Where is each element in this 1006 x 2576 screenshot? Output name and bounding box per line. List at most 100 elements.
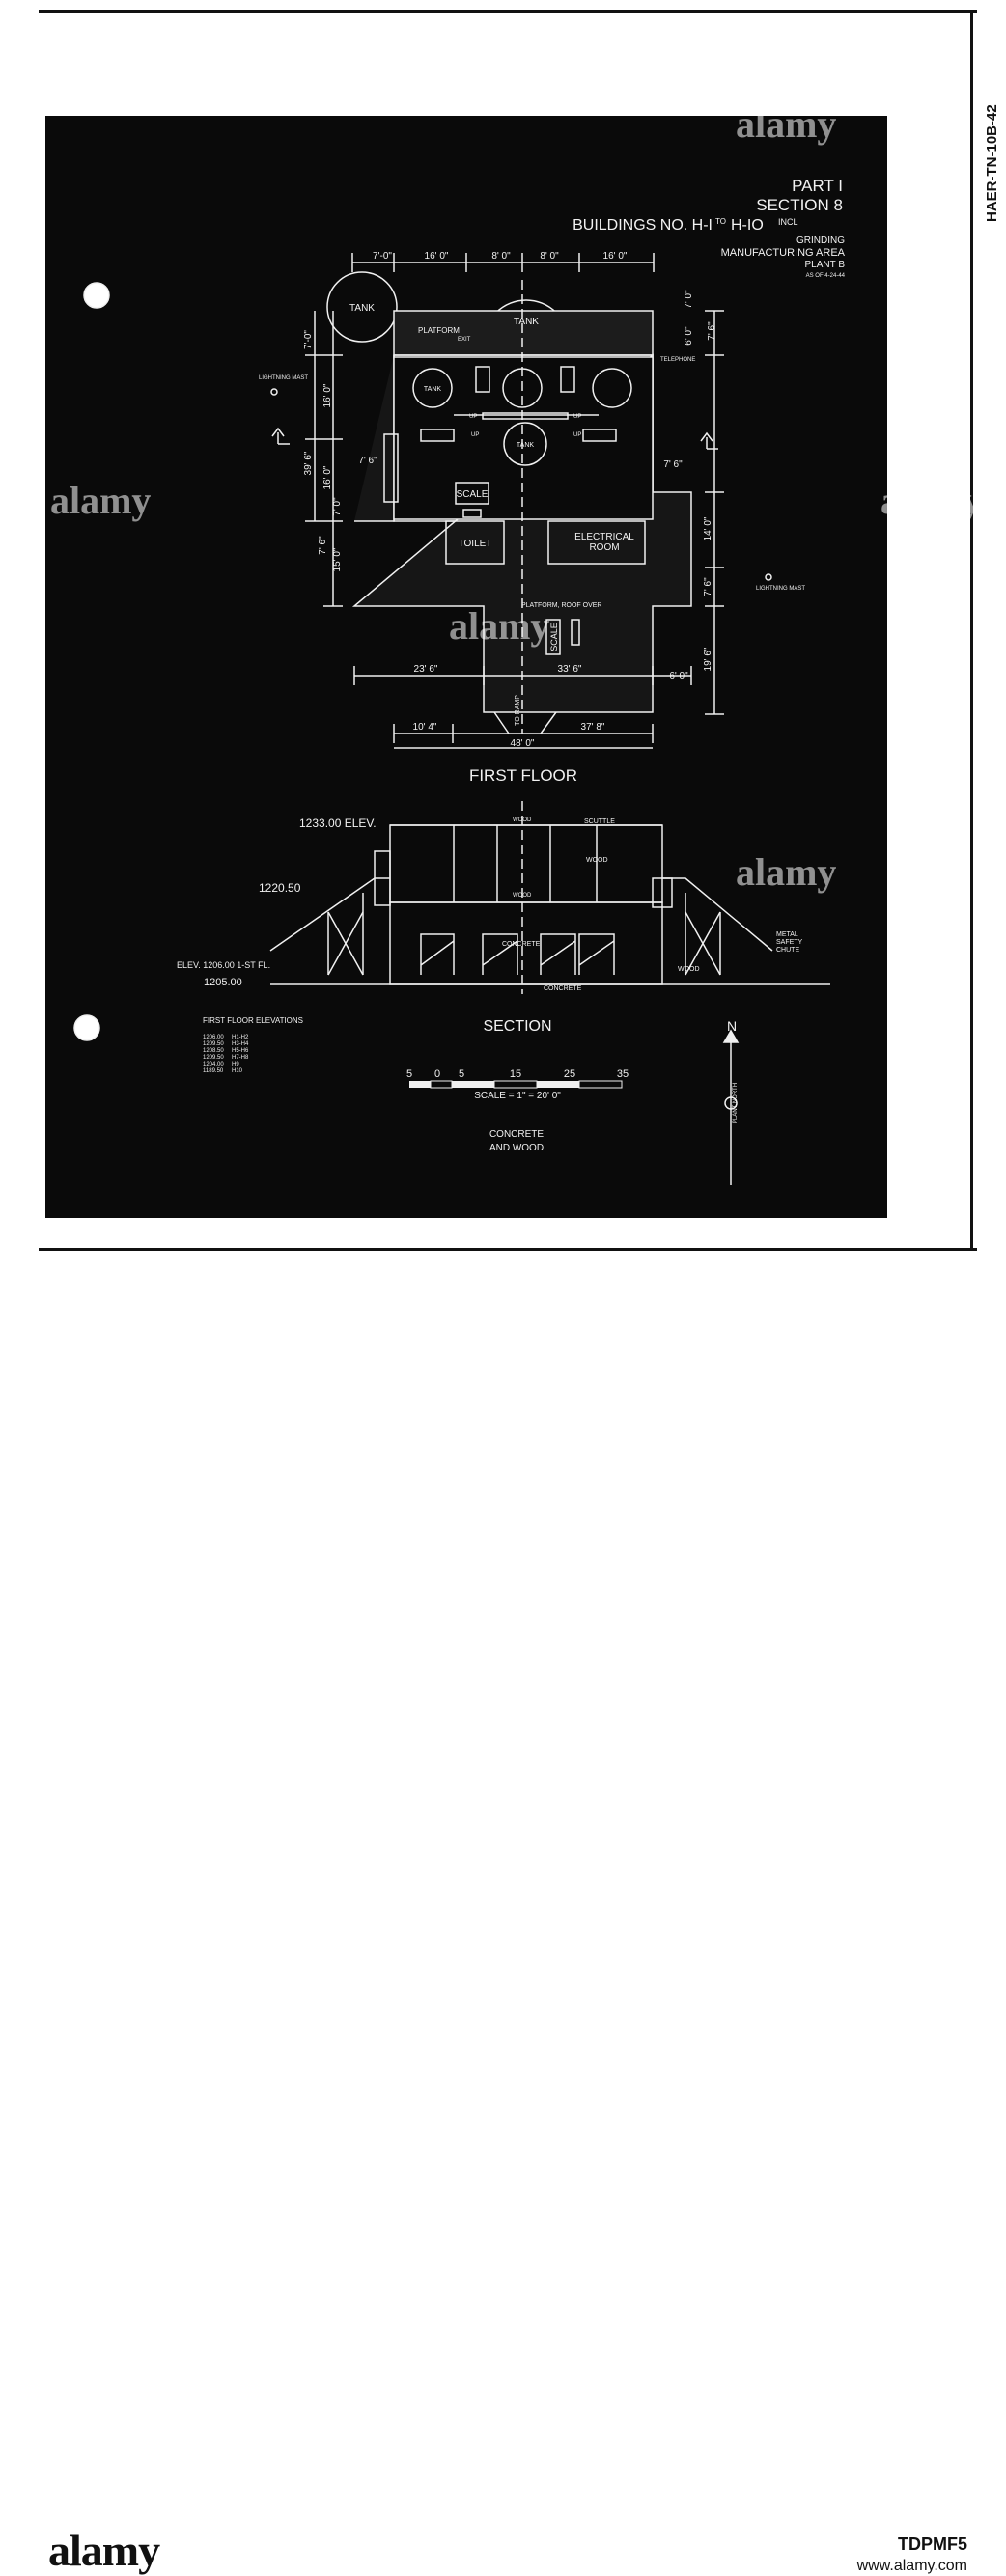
dim-right-4: 7' 6" bbox=[663, 459, 683, 470]
footer-url: www.alamy.com bbox=[856, 2558, 967, 2574]
scale-tick-4: 15 bbox=[510, 1068, 521, 1080]
tank-interior-1 bbox=[412, 368, 453, 408]
dim-right-3: 7' 6" bbox=[707, 321, 717, 341]
label-electrical-a: ELECTRICAL bbox=[574, 532, 634, 542]
binder-hole-top bbox=[83, 282, 110, 309]
lightning-mast-left bbox=[270, 388, 278, 396]
scale-tick-5: 25 bbox=[564, 1068, 575, 1080]
title-buildings-a: BUILDINGS NO. H-I bbox=[573, 217, 713, 234]
label-up-left: UP bbox=[469, 414, 477, 420]
title-section: SECTION 8 bbox=[756, 196, 843, 214]
section-arrow-right bbox=[700, 431, 718, 450]
tank-outside-left bbox=[326, 271, 398, 343]
label-tank-left: TANK bbox=[349, 303, 375, 314]
label-platform: PLATFORM bbox=[418, 326, 460, 335]
label-wood-floor: WOOD bbox=[513, 893, 532, 899]
title-buildings-b: H-IO bbox=[731, 217, 764, 234]
elev-row-5-value: 1204.00 bbox=[203, 1062, 224, 1067]
label-up-right: UP bbox=[573, 414, 581, 420]
material-line-1: CONCRETE bbox=[489, 1129, 544, 1140]
dim-bottom-4: 10' 4" bbox=[413, 722, 437, 733]
watermark-5: alamy bbox=[736, 850, 837, 894]
label-wood-top: WOOD bbox=[513, 817, 532, 823]
label-lightning-right: LIGHTNING MAST bbox=[756, 586, 805, 592]
toilet-room bbox=[445, 520, 505, 565]
label-chute-2: SAFETY bbox=[776, 939, 803, 946]
footer-stock-id: TDPMF5 bbox=[898, 2534, 967, 2554]
tank-interior-3 bbox=[592, 368, 632, 408]
ramp bbox=[493, 711, 557, 734]
label-tank-i1: TANK bbox=[424, 386, 441, 393]
label-tank-i4: TANK bbox=[517, 442, 534, 449]
elevations-title: FIRST FLOOR ELEVATIONS bbox=[203, 1016, 303, 1025]
material-line-2: AND WOOD bbox=[489, 1143, 544, 1153]
elev-floor: ELEV. 1206.00 1-ST FL. bbox=[177, 960, 270, 970]
scale-bar bbox=[409, 1080, 623, 1089]
north-label: PLANT NORTH bbox=[733, 1083, 739, 1123]
label-chute-3: CHUTE bbox=[776, 947, 799, 954]
elev-row-4-bldg: H7-H8 bbox=[232, 1055, 249, 1061]
watermark-2: alamy bbox=[50, 479, 152, 522]
label-concrete-base: CONCRETE bbox=[544, 985, 582, 992]
section-label: SECTION bbox=[483, 1018, 551, 1035]
dim-left-5: 7' 6" bbox=[358, 456, 377, 466]
label-concrete-mid: CONCRETE bbox=[502, 941, 541, 948]
elevations-rows: 1206.00 H1-H2 1209.50 H3-H4 1208.50 H5-H… bbox=[203, 1035, 249, 1074]
blueprint-sheet: PART I SECTION 8 BUILDINGS NO. H-I TO H-… bbox=[45, 116, 887, 1218]
section-arrow-left bbox=[271, 427, 290, 445]
label-tank-center: TANK bbox=[514, 317, 539, 327]
tank-interior-center bbox=[503, 422, 547, 466]
label-scale: SCALE bbox=[457, 489, 489, 500]
document-id-text: HAER-TN-10B-42 bbox=[984, 104, 1000, 222]
elev-row-3-value: 1208.50 bbox=[203, 1048, 224, 1054]
scale-tick-1: 5 bbox=[406, 1068, 412, 1080]
dim-right-5: 14' 0" bbox=[703, 516, 713, 540]
label-up-right-2: UP bbox=[573, 432, 581, 438]
elev-top: 1233.00 ELEV. bbox=[299, 817, 377, 830]
label-up-left-2: UP bbox=[471, 432, 479, 438]
chute-left bbox=[269, 877, 390, 952]
dim-bottom-3: 6' 0" bbox=[669, 671, 688, 681]
scale-box bbox=[455, 482, 489, 505]
dim-left-4: 39' 6" bbox=[303, 451, 314, 475]
dim-right-1: 7' 0" bbox=[684, 290, 694, 309]
scale-tick-2: 0 bbox=[434, 1068, 440, 1080]
label-chute-1: METAL bbox=[776, 931, 798, 938]
title-part: PART I bbox=[792, 177, 843, 195]
scale-tick-6: 35 bbox=[617, 1068, 629, 1080]
electrical-room bbox=[547, 520, 646, 565]
watermark-1: alamy bbox=[736, 102, 837, 146]
dim-right-2: 6' 0" bbox=[684, 326, 694, 346]
title-buildings-incl: INCL bbox=[778, 217, 798, 227]
north-arrow bbox=[722, 1029, 740, 1185]
frame-side-rule bbox=[970, 10, 973, 1250]
drawing-canvas: PART I SECTION 8 BUILDINGS NO. H-I TO H-… bbox=[73, 177, 846, 1185]
title-area: MANUFACTURING AREA bbox=[721, 247, 846, 259]
dim-bottom-5: 37' 8" bbox=[581, 722, 605, 733]
dim-left-8: 15' 0" bbox=[332, 547, 343, 571]
scale-caption: SCALE = 1" = 20' 0" bbox=[474, 1091, 561, 1101]
watermark-3: alamy bbox=[880, 479, 982, 522]
elev-row-1-value: 1206.00 bbox=[203, 1035, 224, 1040]
label-to-ramp: TO RAMP bbox=[515, 695, 521, 726]
elev-row-3-bldg: H5-H6 bbox=[232, 1048, 249, 1054]
frame-top-rule bbox=[39, 10, 977, 13]
chute-right bbox=[662, 877, 773, 952]
label-platform-roof: PLATFORM, ROOF OVER bbox=[521, 602, 602, 609]
dim-right-7: 19' 6" bbox=[703, 647, 713, 671]
elev-row-1-bldg: H1-H2 bbox=[232, 1035, 249, 1040]
elev-row-2-bldg: H3-H4 bbox=[232, 1041, 249, 1047]
scale-platform bbox=[545, 619, 561, 655]
elev-base: 1205.00 bbox=[204, 977, 242, 988]
dim-bottom-2: 33' 6" bbox=[558, 664, 582, 675]
dim-left-2: 16' 0" bbox=[322, 383, 333, 407]
plan-label: FIRST FLOOR bbox=[469, 766, 577, 785]
label-wood-mid: WOOD bbox=[586, 857, 608, 864]
dim-left-3: 16' 0" bbox=[322, 465, 333, 489]
dim-bottom-6: 48' 0" bbox=[511, 738, 535, 749]
elev-row-5-bldg: H9 bbox=[232, 1062, 239, 1067]
section-drawing bbox=[269, 801, 830, 994]
elev-row-2-value: 1209.50 bbox=[203, 1041, 224, 1047]
binder-hole-bottom bbox=[73, 1014, 100, 1041]
label-electrical-b: ROOM bbox=[589, 542, 619, 553]
